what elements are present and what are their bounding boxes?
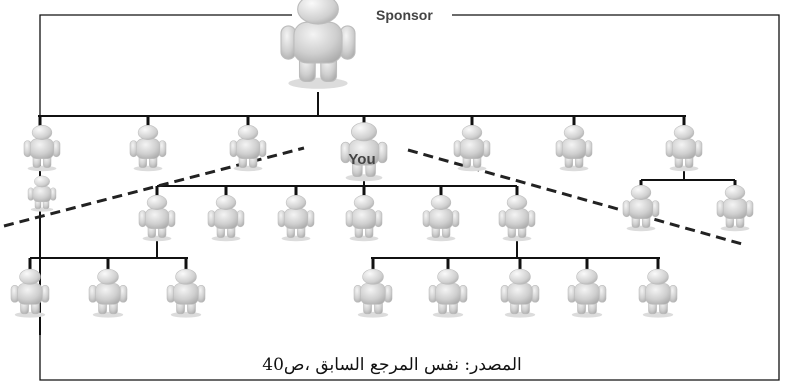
figure-row1-5 (453, 125, 491, 172)
figure-row3-2 (88, 268, 128, 318)
figure-row1-1 (23, 125, 61, 172)
figure-row3-3 (166, 268, 206, 318)
you-figure (340, 122, 388, 182)
figure-row2-5 (422, 195, 460, 242)
figure-row2-2 (207, 195, 245, 242)
figure-right-2 (716, 185, 754, 232)
figure-row3-6 (500, 268, 540, 318)
figure-row1-2 (129, 125, 167, 172)
figure-row1-7 (665, 125, 703, 172)
figure-row1-3 (229, 125, 267, 172)
sponsor-figure (280, 0, 356, 89)
figure-row3-7 (567, 268, 607, 318)
figure-row2-6 (498, 195, 536, 242)
figure-row1-6 (555, 125, 593, 172)
figure-row2-1 (138, 195, 176, 242)
figure-right-1 (622, 185, 660, 232)
you-label: You (348, 151, 375, 168)
sponsor-label: Sponsor (376, 7, 433, 23)
figure-row3-1 (10, 268, 50, 318)
figure-left-small (27, 175, 57, 212)
figure-row2-4 (345, 195, 383, 242)
people-figures (10, 0, 754, 318)
source-caption: المصدر: نفس المرجع السابق ،ص40 (262, 355, 521, 375)
figure-row3-4 (353, 268, 393, 318)
figure-row3-5 (428, 268, 468, 318)
figure-row3-8 (638, 268, 678, 318)
diagram-frame (39, 14, 780, 381)
figure-row2-3 (277, 195, 315, 242)
